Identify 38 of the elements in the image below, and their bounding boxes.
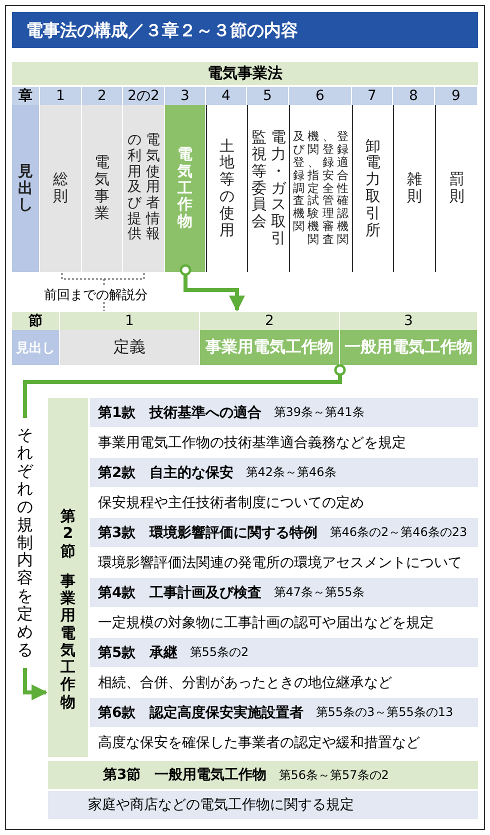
- column-heading: 電力・ガス取引監視等委員会: [247, 105, 289, 272]
- column-heading: 定義: [60, 330, 200, 365]
- column-heading: 電気事業: [82, 105, 123, 272]
- column-number: 章: [12, 87, 40, 105]
- column-heading: 電気使用者情報の利用及び提供: [123, 105, 165, 272]
- column-heading: 見出し: [12, 330, 60, 365]
- column-heading: 見出し: [12, 105, 40, 272]
- column-heading: 一般用電気工作物: [340, 330, 478, 365]
- column-heading: 総則: [40, 105, 82, 272]
- article-heading: 第5款 承継 第55条の2: [90, 638, 478, 667]
- column-number: 1: [40, 87, 82, 105]
- column-heading: 事業用電気工作物: [200, 330, 340, 365]
- note-text: 前回までの解説分: [44, 287, 148, 304]
- column-number: 3: [165, 87, 206, 105]
- column-number: 5: [247, 87, 289, 105]
- article-heading: 第6款 認定高度保安実施設置者 第55条の3～第55条の13: [90, 698, 478, 727]
- article-heading: 第4款 工事計画及び検査 第47条～第55条: [90, 578, 478, 607]
- column-number: 6: [289, 87, 352, 105]
- section-sidebar: 第2節 事業用電気工作物: [48, 398, 88, 757]
- title-bar: 電事法の構成／３章２～３節の内容: [12, 12, 478, 48]
- arrow: [180, 264, 245, 312]
- article-heading: 第1款 技術基準への適合 第39条～第41条: [90, 398, 478, 427]
- article-heading: 第2款 自主的な保安 第42条～第46条: [90, 458, 478, 487]
- column-number: 7: [352, 87, 393, 105]
- column-number: 節: [12, 312, 60, 330]
- article-description: 家庭や商店などの電気工作物に関する規定: [48, 791, 478, 819]
- article-heading: 第3節 一般用電気工作物 第56条～第57条の2: [48, 761, 478, 789]
- article-heading: 第3款 環境影響評価に関する特例 第46条の2～第46条の23: [90, 518, 478, 547]
- column-number: 8: [393, 87, 435, 105]
- table-header-band: 電気事業法: [12, 62, 478, 85]
- column-number: 2: [82, 87, 123, 105]
- column-number: 1: [60, 312, 200, 330]
- column-number: 2の2: [123, 87, 165, 105]
- column-number: 4: [206, 87, 247, 105]
- column-number: 3: [340, 312, 478, 330]
- column-number: 9: [435, 87, 478, 105]
- column-number: 2: [200, 312, 340, 330]
- column-heading: 電気工作物: [165, 105, 206, 272]
